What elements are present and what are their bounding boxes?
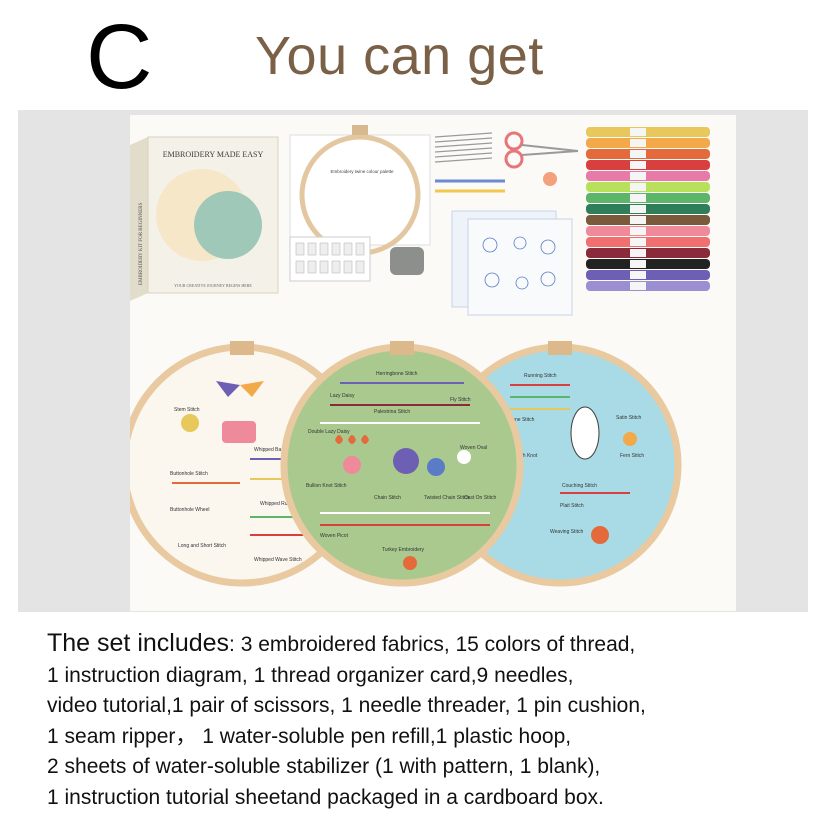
includes-line-text: : 3 embroidered fabrics, 15 colors of th… — [229, 633, 636, 656]
thread-skein — [586, 182, 710, 192]
stitch-label: Fly Stitch — [450, 397, 471, 403]
thread-skein — [586, 248, 710, 258]
thread-skeins — [586, 127, 710, 291]
includes-line-4: 1 seam ripper， 1 water-soluble pen refil… — [47, 724, 572, 748]
thread-skein — [586, 171, 710, 181]
thread-skein — [586, 259, 710, 269]
pin-cushion — [390, 247, 424, 275]
thread-skein — [586, 215, 710, 225]
thread-skein — [586, 193, 710, 203]
includes-description: The set includes: 3 embroidered fabrics,… — [47, 628, 817, 813]
thread-skein-band — [630, 161, 646, 169]
thread-skein-band — [630, 227, 646, 235]
stitch-label: Twisted Chain Stitch — [424, 495, 470, 501]
section-letter: C — [86, 6, 153, 108]
thread-skein-band — [630, 271, 646, 279]
thread-skein — [586, 237, 710, 247]
thread-skein-band — [630, 183, 646, 191]
stitch-label: Fishbone Stitch — [500, 417, 535, 423]
stitch-label: Bullion Knot Stitch — [306, 483, 347, 489]
stitch-label: Lazy Daisy — [330, 393, 355, 399]
stitch-label: Satin Stitch — [616, 415, 642, 421]
stitch-label: Buttonhole Stitch — [170, 471, 208, 477]
thread-skein-band — [630, 238, 646, 246]
stitch-label: Palestrina Stitch — [374, 409, 410, 415]
stitch-label: Chain Stitch — [374, 495, 401, 501]
stitch-label: Herringbone Stitch — [376, 371, 418, 377]
palette-title: Embroidery twine colour palette — [330, 169, 394, 174]
stitch-label: Buttonhole Wheel — [170, 507, 209, 513]
stitch-label: Plait Stitch — [560, 503, 584, 509]
box-spine: EMBROIDERY KIT FOR BEGINNERS — [139, 202, 144, 285]
stitch-label: Double Lazy Daisy — [308, 429, 350, 435]
stitch-label: Woven Oval — [460, 445, 487, 451]
box-title: EMBROIDERY MADE EASY — [163, 150, 264, 159]
stitch-label: Fern Stitch — [620, 453, 644, 459]
thread-organizer-card — [289, 236, 371, 282]
instruction-sheet: Embroidery twine colour palette — [289, 125, 431, 256]
stitch-label: Whipped Back Stitch — [254, 447, 300, 453]
stitch-label: Couching Stitch — [562, 483, 597, 489]
stitch-label: Long and Short Stitch — [178, 543, 226, 549]
thread-skein-band — [630, 216, 646, 224]
stitch-label: Woven Picot — [320, 533, 349, 539]
includes-line-2: 1 instruction diagram, 1 thread organize… — [47, 663, 574, 687]
thread-skein — [586, 138, 710, 148]
thread-skein — [586, 149, 710, 159]
page-title: You can get — [255, 26, 544, 86]
thread-skein-band — [630, 128, 646, 136]
thread-skein — [586, 281, 710, 291]
thread-skein — [586, 270, 710, 280]
thread-skein-band — [630, 282, 646, 290]
includes-line-1: The set includes: 3 embroidered fabrics,… — [47, 628, 817, 661]
thread-skein-band — [630, 172, 646, 180]
stitch-label: Running Stitch — [524, 373, 557, 379]
thread-skein-band — [630, 194, 646, 202]
stabilizer-sheets — [451, 210, 573, 316]
includes-lead: The set includes — [47, 629, 230, 657]
stitch-label: Cast On Stitch — [464, 495, 496, 501]
includes-line-5: 2 sheets of water-soluble stabilizer (1 … — [47, 755, 601, 778]
thread-skein-band — [630, 205, 646, 213]
includes-line-3: video tutorial,1 pair of scissors, 1 nee… — [47, 694, 646, 717]
thread-skein-band — [630, 139, 646, 147]
stitch-label: Stem Stitch — [174, 407, 200, 413]
stitch-label: French Knot — [510, 453, 538, 459]
thread-skein — [586, 127, 710, 137]
needle-threader — [543, 172, 557, 186]
stitch-label: Weaving Stitch — [550, 529, 583, 535]
thread-skein-band — [630, 150, 646, 158]
stitch-label: Turkey Embroidery — [382, 547, 425, 553]
thread-skein-band — [630, 260, 646, 268]
product-photo: EMBROIDERY MADE EASY EMBROIDERY KIT FOR … — [130, 115, 736, 611]
instruction-box: EMBROIDERY MADE EASY EMBROIDERY KIT FOR … — [130, 136, 279, 301]
thread-skein-band — [630, 249, 646, 257]
thread-skein — [586, 226, 710, 236]
thread-skein — [586, 204, 710, 214]
scissors — [504, 131, 579, 169]
includes-line-6: 1 instruction tutorial sheetand packaged… — [47, 785, 604, 809]
thread-skein — [586, 160, 710, 170]
stitch-label: Whipped Wave Stitch — [254, 557, 302, 563]
box-footer: YOUR CREATIVE JOURNEY BEGINS HERE — [174, 283, 252, 288]
needles — [434, 132, 493, 163]
